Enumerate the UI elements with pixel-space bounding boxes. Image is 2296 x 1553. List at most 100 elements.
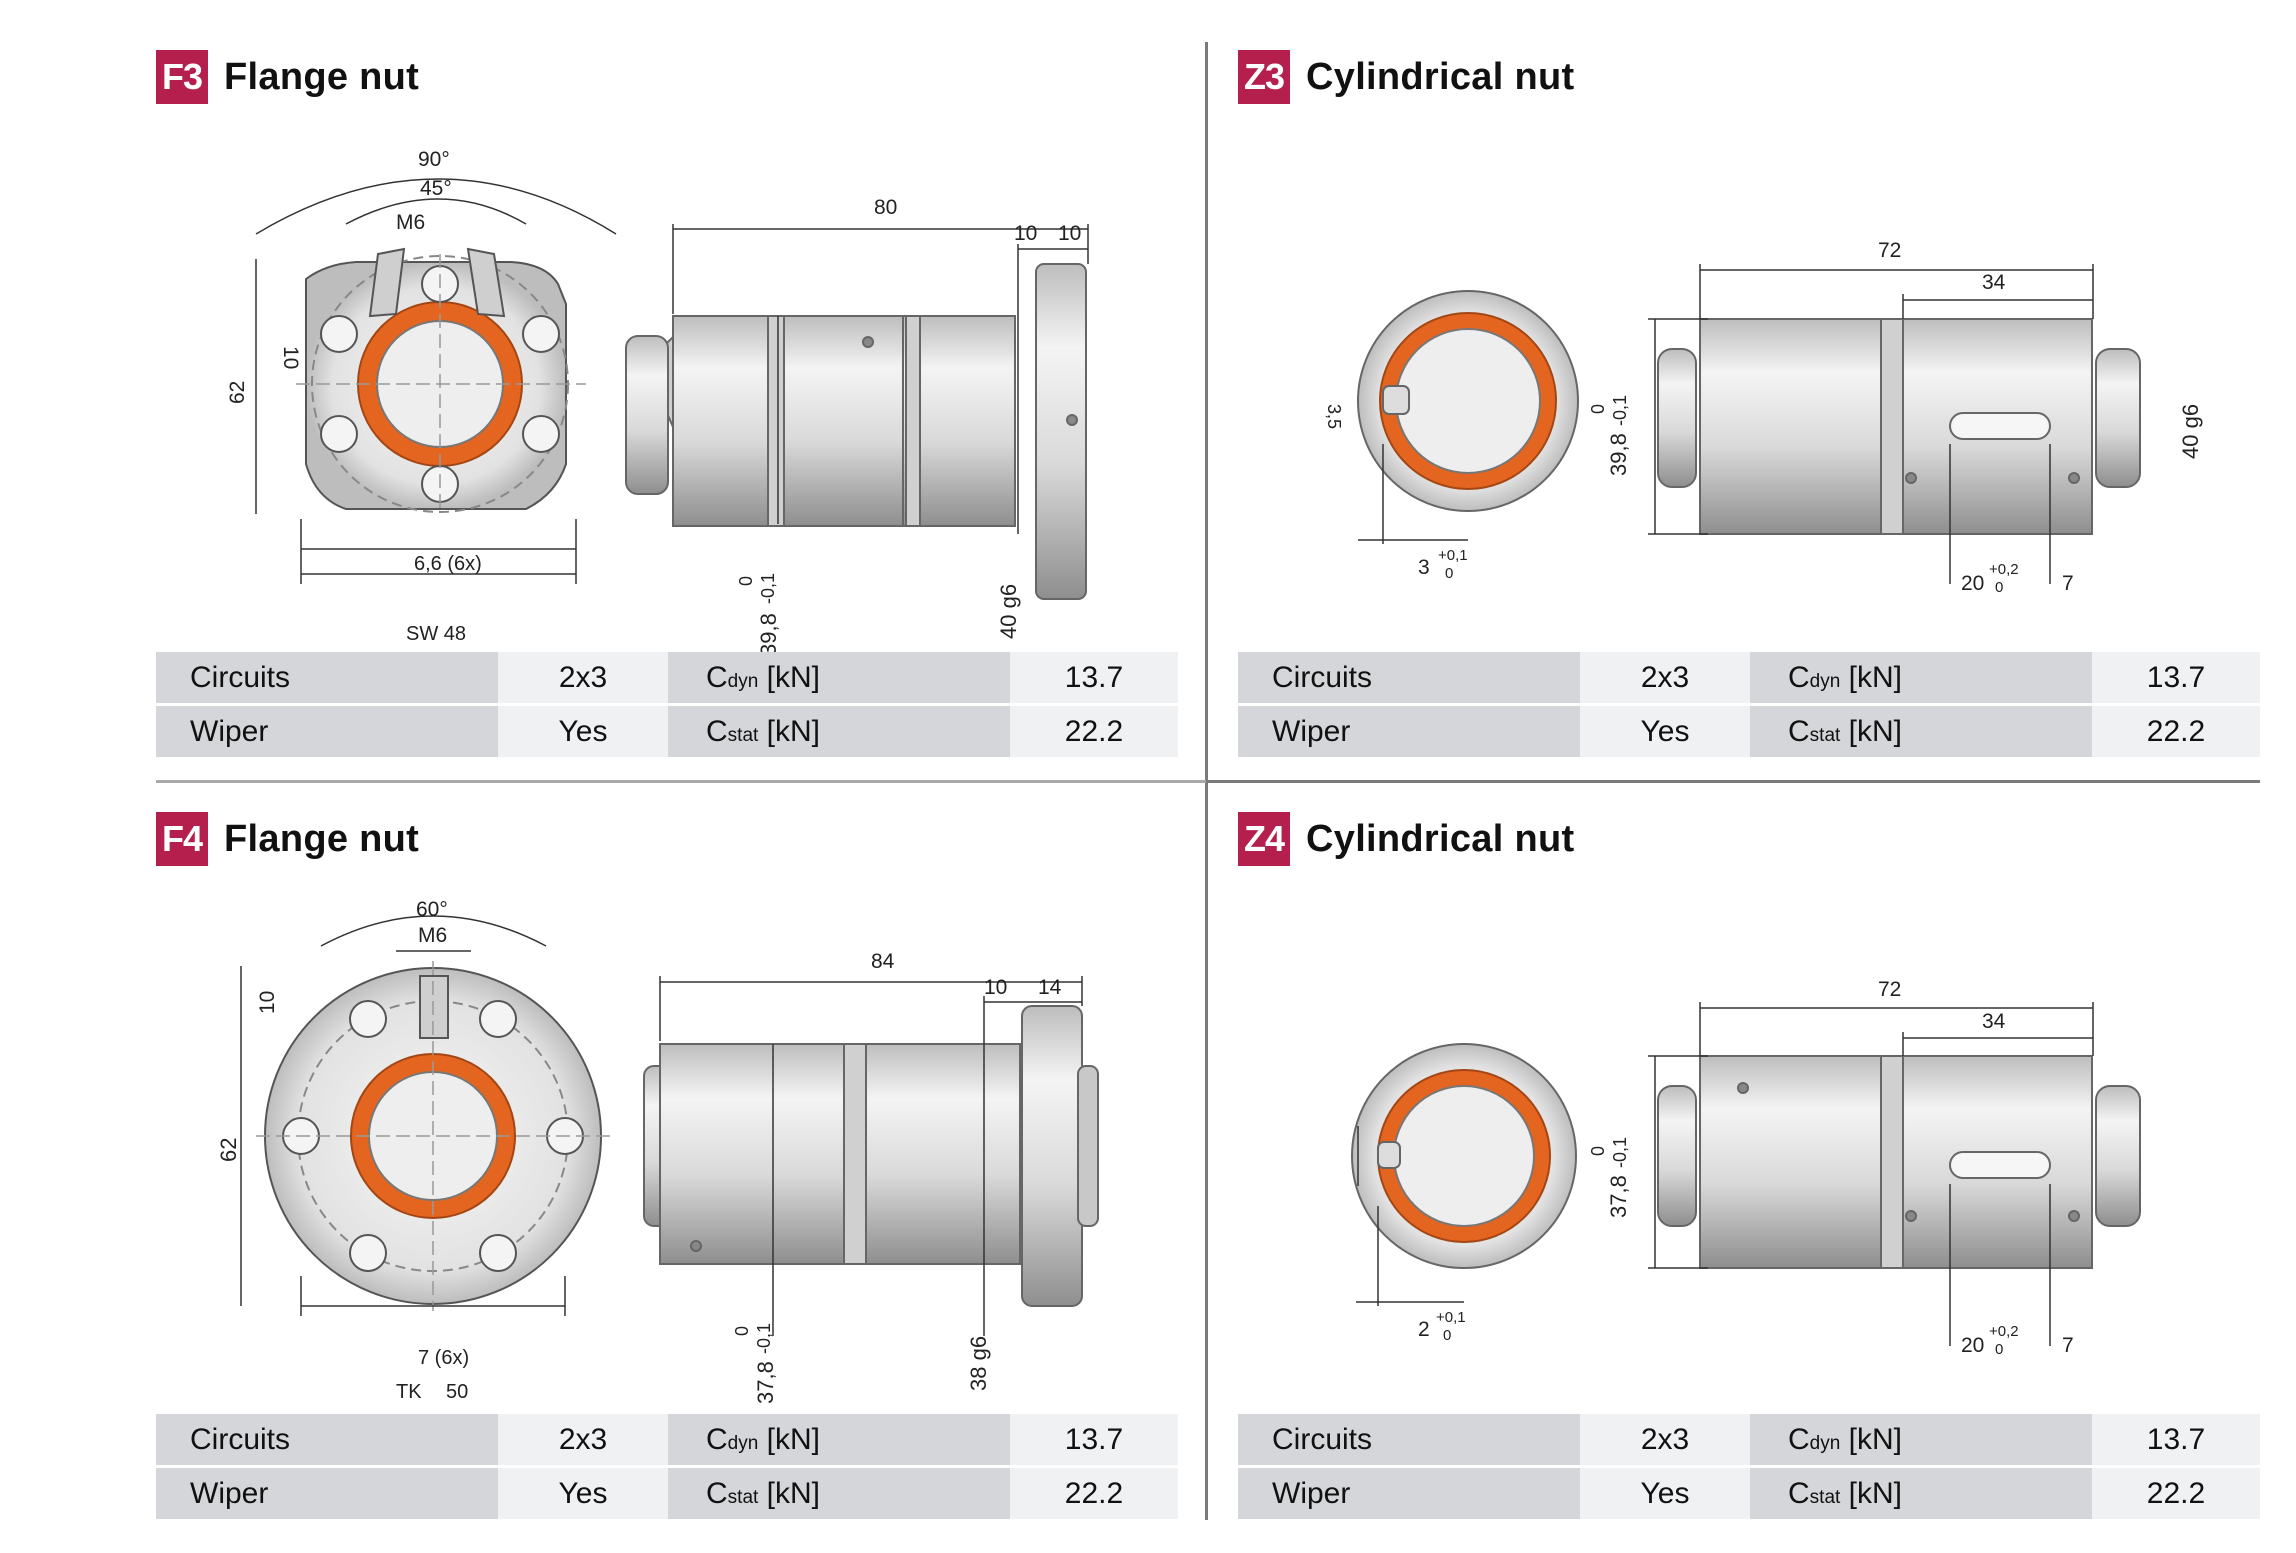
wiper-value: Yes [498, 703, 668, 757]
circuits-value: 2x3 [498, 1414, 668, 1467]
z4-tol-0: 0 [1588, 1146, 1608, 1156]
z3-side-view [1657, 318, 2141, 535]
f3-d398: 39,8 [756, 613, 781, 656]
z4-technical-drawing: 2 +0,1 0 72 34 0 -0,1 37, [1351, 978, 2141, 1358]
z3-front-view [1357, 290, 1579, 512]
f4-tk-diameter: 50 [446, 1381, 468, 1403]
panel-title: F4 Flange nut [156, 812, 419, 866]
z3-d40: 40 g6 [2178, 404, 2203, 459]
f3-technical-drawing: 90° 45° M6 10 62 6,6 (6x) SW 48 TK 51 [226, 148, 1089, 671]
f3-angle-45: 45° [420, 177, 452, 200]
z3-front-dims [1358, 444, 1468, 544]
cstat-value: 22.2 [2092, 1465, 2260, 1519]
circuits-value: 2x3 [1580, 1414, 1750, 1467]
f3-front-dims [255, 178, 617, 584]
z3-w3: 3 [1418, 556, 1430, 579]
f3-angle-90: 90° [418, 148, 450, 171]
f4-front-view [256, 961, 611, 1311]
panel-z4: Z4 Cylindrical nut 2 +0,1 0 [1238, 802, 2260, 1542]
panel-f4: F4 Flange nut 60° M6 10 [156, 802, 1178, 1542]
circuits-label: Circuits [156, 652, 498, 705]
f4-side-dims [659, 976, 1083, 1336]
wiper-label: Wiper [1238, 703, 1580, 757]
z3-tol-plus2: +0,2 [1989, 561, 2019, 578]
table-row: Wiper Yes Cstat [kN] 22.2 [156, 703, 1178, 757]
f3-d62: 62 [226, 381, 249, 404]
panel-title: F3 Flange nut [156, 50, 419, 104]
z4-length-72: 72 [1878, 978, 1901, 1001]
cdyn-value: 13.7 [2092, 1414, 2260, 1467]
circuits-label: Circuits [156, 1414, 498, 1467]
circuits-label: Circuits [1238, 1414, 1580, 1467]
f4-angle-60: 60° [416, 898, 448, 921]
f3-length-10a: 10 [1014, 222, 1037, 245]
f4-d38: 38 g6 [966, 1336, 991, 1391]
cdyn-value: 13.7 [1010, 1414, 1178, 1467]
type-badge: F3 [156, 50, 209, 104]
z4-tol-zero: 0 [1443, 1327, 1451, 1344]
table-row: Wiper Yes Cstat [kN] 22.2 [156, 1465, 1178, 1519]
z3-tol-zero: 0 [1445, 565, 1453, 582]
z3-tol-0: 0 [1588, 404, 1608, 414]
f4-d10: 10 [256, 991, 279, 1014]
table-row: Circuits 2x3 Cdyn [kN] 13.7 [1238, 652, 2260, 705]
panel-heading: Flange nut [224, 817, 420, 860]
z4-front-view [1351, 1043, 1577, 1269]
f4-front-dims [240, 915, 566, 1316]
cstat-label: Cstat [kN] [668, 1465, 1010, 1519]
z4-side-dims [1648, 1002, 2094, 1346]
panel-title: Z4 Cylindrical nut [1238, 812, 1574, 866]
wiper-label: Wiper [156, 703, 498, 757]
panel-f3: F3 Flange nut [156, 40, 1178, 780]
table-row: Wiper Yes Cstat [kN] 22.2 [1238, 703, 2260, 757]
f4-spec-table: Circuits 2x3 Cdyn [kN] 13.7 Wiper Yes Cs… [156, 1414, 1178, 1519]
z3-l20: 20 [1961, 572, 1984, 595]
z3-tol-plus: +0,1 [1438, 547, 1468, 564]
f4-side-view [643, 1005, 1099, 1307]
z4-l7: 7 [2062, 1334, 2074, 1357]
f3-tol-neg: -0,1 [758, 573, 778, 604]
z3-length-72: 72 [1878, 239, 1901, 262]
z3-spec-table: Circuits 2x3 Cdyn [kN] 13.7 Wiper Yes Cs… [1238, 652, 2260, 757]
panel-title: Z3 Cylindrical nut [1238, 50, 1574, 104]
z4-side-view [1657, 1055, 2141, 1269]
f4-m6: M6 [418, 924, 447, 947]
f3-spec-table: Circuits 2x3 Cdyn [kN] 13.7 Wiper Yes Cs… [156, 652, 1178, 757]
cdyn-label: Cdyn [kN] [1750, 652, 2092, 705]
wiper-value: Yes [498, 1465, 668, 1519]
z3-side: 3,5 [1324, 404, 1344, 429]
type-badge: F4 [156, 812, 209, 866]
type-badge: Z4 [1238, 812, 1291, 866]
panel-heading: Flange nut [224, 55, 420, 98]
table-row: Wiper Yes Cstat [kN] 22.2 [1238, 1465, 2260, 1519]
circuits-label: Circuits [1238, 652, 1580, 705]
z4-w2: 2 [1418, 1318, 1430, 1341]
z4-tol-zero2: 0 [1995, 1341, 2003, 1358]
f3-length-10b: 10 [1058, 222, 1081, 245]
wiper-label: Wiper [1238, 1465, 1580, 1519]
horizontal-divider-right [1205, 780, 2260, 783]
cdyn-value: 13.7 [1010, 652, 1178, 705]
panel-heading: Cylindrical nut [1306, 55, 1575, 98]
f4-d62: 62 [216, 1138, 241, 1162]
z3-technical-drawing: 3,5 3 +0,1 0 72 34 0 -0,1 39 [1324, 239, 2203, 596]
cstat-value: 22.2 [2092, 703, 2260, 757]
cdyn-label: Cdyn [kN] [668, 652, 1010, 705]
z3-tol-neg: -0,1 [1610, 395, 1630, 426]
f3-front-view [296, 247, 586, 514]
z3-l7: 7 [2062, 572, 2074, 595]
f3-side-dims [672, 224, 1089, 534]
z4-tol-plus2: +0,2 [1989, 1323, 2019, 1340]
f3-side-view [625, 263, 1087, 600]
table-row: Circuits 2x3 Cdyn [kN] 13.7 [1238, 1414, 2260, 1467]
f3-d10: 10 [279, 346, 302, 369]
cstat-value: 22.2 [1010, 703, 1178, 757]
panel-heading: Cylindrical nut [1306, 817, 1575, 860]
cstat-label: Cstat [kN] [1750, 1465, 2092, 1519]
z3-tol-zero2: 0 [1995, 579, 2003, 596]
f3-sw: SW 48 [406, 623, 466, 645]
cstat-label: Cstat [kN] [668, 703, 1010, 757]
cstat-label: Cstat [kN] [1750, 703, 2092, 757]
z4-spec-table: Circuits 2x3 Cdyn [kN] 13.7 Wiper Yes Cs… [1238, 1414, 2260, 1519]
circuits-value: 2x3 [1580, 652, 1750, 705]
